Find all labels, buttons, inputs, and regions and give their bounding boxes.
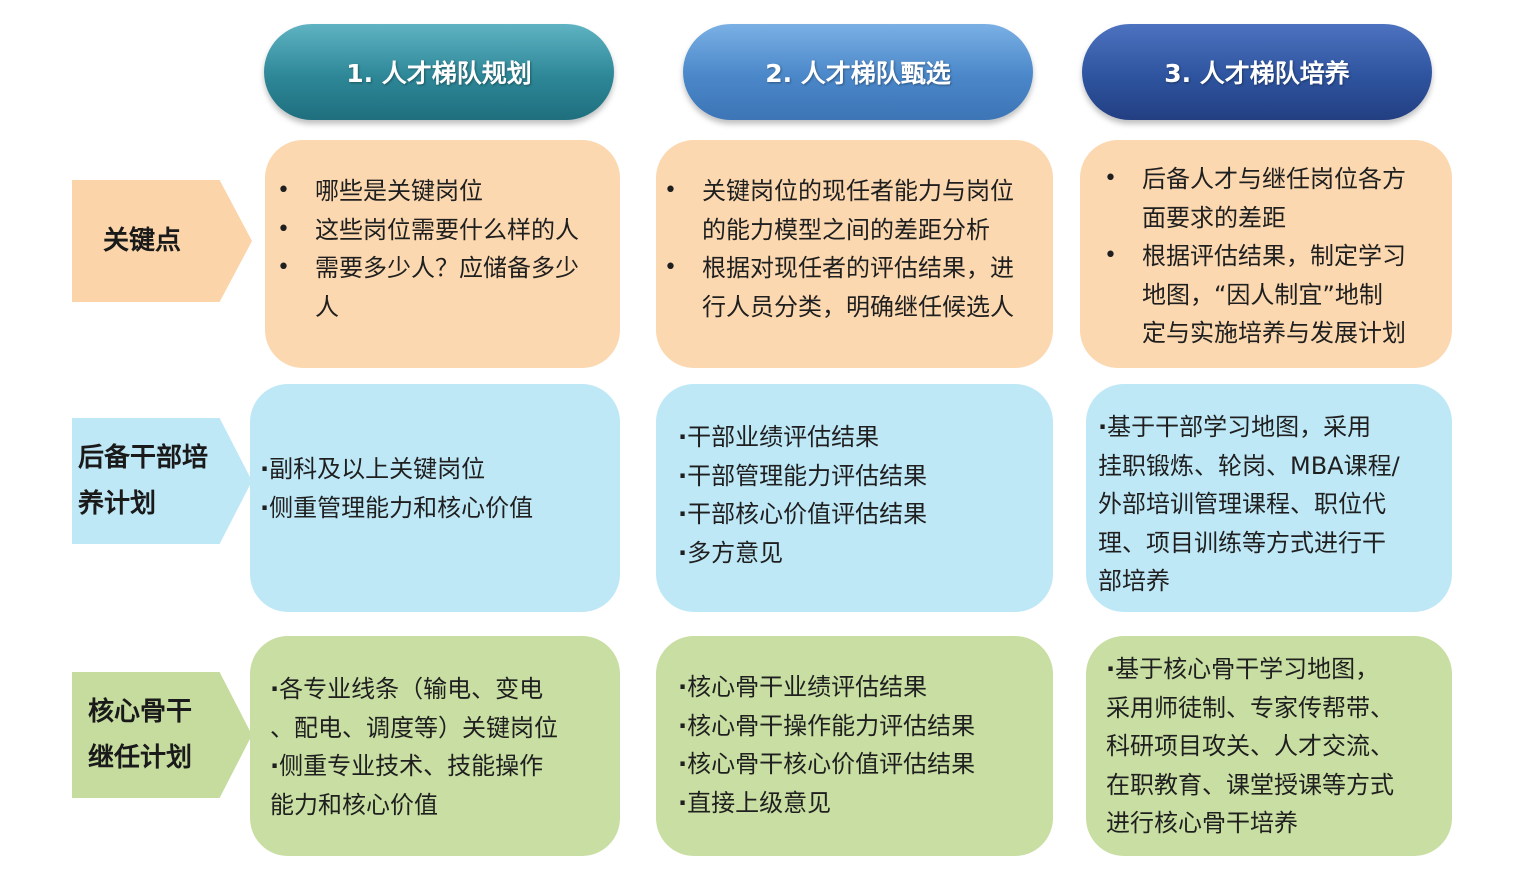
reserve-cadre-selection-line: 干部核心价值评估结果 bbox=[678, 495, 1045, 534]
reserve-cadre-selection-line: 干部业绩评估结果 bbox=[678, 418, 1045, 457]
reserve-cadre-planning-line: 副科及以上关键岗位 bbox=[260, 450, 612, 489]
core-backbone-selection-line: 核心骨干操作能力评估结果 bbox=[678, 707, 1047, 746]
row-label-core-backbone-line-2: 继任计划 bbox=[88, 743, 193, 773]
reserve-cadre-development-line: 挂职锻炼、轮岗、MBA课程/ bbox=[1098, 451, 1400, 480]
stage-3-pill: 3. 人才梯队培养 bbox=[1082, 24, 1432, 120]
reserve-cadre-development-line: 基于干部学习地图，采用 bbox=[1098, 408, 1444, 447]
bullet-item: 根据评估结果，制定学习 地图，“因人制宜”地制 定与实施培养与发展计划 bbox=[1100, 237, 1446, 353]
key-points-selection-box: 关键岗位的现任者能力与岗位 的能力模型之间的差距分析 根据对现任者的评估结果，进… bbox=[656, 140, 1053, 368]
bullet-line: 地图，“因人制宜”地制 bbox=[1142, 280, 1383, 309]
bullet-item: 后备人才与继任岗位各方 面要求的差距 bbox=[1100, 160, 1446, 237]
row-label-reserve-cadre: 后备干部培 养计划 bbox=[72, 418, 252, 544]
bullet-item: 关键岗位的现任者能力与岗位 的能力模型之间的差距分析 bbox=[660, 172, 1047, 249]
stage-1-pill: 1. 人才梯队规划 bbox=[264, 24, 614, 120]
core-backbone-selection-line: 直接上级意见 bbox=[678, 784, 1047, 823]
row-label-core-backbone: 核心骨干 继任计划 bbox=[72, 672, 252, 798]
row-label-key-points-text: 关键点 bbox=[102, 226, 181, 256]
core-backbone-planning-line: 侧重专业技术、技能操作 bbox=[270, 747, 614, 786]
bullet-line: 根据评估结果，制定学习 bbox=[1142, 242, 1406, 270]
core-backbone-selection-line: 核心骨干业绩评估结果 bbox=[678, 668, 1047, 707]
bullet-line: 关键岗位的现任者能力与岗位 bbox=[702, 177, 1014, 205]
reserve-cadre-development-line: 理、项目训练等方式进行干 bbox=[1098, 528, 1386, 557]
core-backbone-planning-box: 各专业线条（输电、变电 、配电、调度等）关键岗位 侧重专业技术、技能操作 能力和… bbox=[250, 636, 620, 856]
bullet-item: 需要多少人？应储备多少 人 bbox=[273, 249, 610, 326]
reserve-cadre-selection-line: 干部管理能力评估结果 bbox=[678, 457, 1045, 496]
bullet-line: 根据对现任者的评估结果，进 bbox=[702, 254, 1014, 282]
core-backbone-development-box: 基于核心骨干学习地图， 采用师徒制、专家传帮带、 科研项目攻关、人才交流、 在职… bbox=[1086, 636, 1452, 856]
reserve-cadre-development-line: 部培养 bbox=[1098, 567, 1170, 595]
bullet-line: 的能力模型之间的差距分析 bbox=[702, 215, 990, 244]
bullet-item: 这些岗位需要什么样的人 bbox=[273, 211, 610, 250]
key-points-development-box: 后备人才与继任岗位各方 面要求的差距 根据评估结果，制定学习 地图，“因人制宜”… bbox=[1080, 140, 1452, 368]
bullet-line: 人 bbox=[315, 292, 339, 321]
row-label-core-backbone-line-1: 核心骨干 bbox=[88, 697, 193, 727]
row-label-key-points: 关键点 bbox=[72, 180, 252, 302]
stage-2-label: 2. 人才梯队甄选 bbox=[765, 59, 951, 88]
core-backbone-planning-line: 各专业线条（输电、变电 bbox=[270, 670, 614, 709]
reserve-cadre-development-line: 外部培训管理课程、职位代 bbox=[1098, 490, 1386, 518]
row-label-reserve-cadre-line-2: 养计划 bbox=[78, 489, 157, 519]
bullet-line: 哪些是关键岗位 bbox=[315, 177, 483, 205]
core-backbone-development-line: 进行核心骨干培养 bbox=[1106, 809, 1298, 837]
core-backbone-selection-line: 核心骨干核心价值评估结果 bbox=[678, 745, 1047, 784]
bullet-item: 根据对现任者的评估结果，进 行人员分类，明确继任候选人 bbox=[660, 249, 1047, 326]
bullet-line: 这些岗位需要什么样的人 bbox=[315, 215, 579, 244]
core-backbone-planning-line: 能力和核心价值 bbox=[270, 790, 438, 819]
stage-3-label: 3. 人才梯队培养 bbox=[1164, 59, 1350, 88]
core-backbone-development-line: 基于核心骨干学习地图， bbox=[1106, 650, 1446, 689]
reserve-cadre-development-box: 基于干部学习地图，采用 挂职锻炼、轮岗、MBA课程/ 外部培训管理课程、职位代 … bbox=[1086, 384, 1452, 612]
reserve-cadre-planning-box: 副科及以上关键岗位 侧重管理能力和核心价值 bbox=[250, 384, 620, 612]
reserve-cadre-selection-line: 多方意见 bbox=[678, 534, 1045, 573]
bullet-line: 面要求的差距 bbox=[1142, 203, 1286, 232]
bullet-line: 后备人才与继任岗位各方 bbox=[1142, 165, 1406, 193]
bullet-line: 行人员分类，明确继任候选人 bbox=[702, 292, 1014, 321]
row-label-reserve-cadre-line-1: 后备干部培 bbox=[78, 443, 209, 473]
core-backbone-development-line: 科研项目攻关、人才交流、 bbox=[1106, 732, 1394, 760]
stage-1-label: 1. 人才梯队规划 bbox=[346, 59, 532, 88]
core-backbone-planning-line: 、配电、调度等）关键岗位 bbox=[270, 713, 558, 742]
stage-2-pill: 2. 人才梯队甄选 bbox=[683, 24, 1033, 120]
reserve-cadre-planning-line: 侧重管理能力和核心价值 bbox=[260, 489, 612, 528]
key-points-planning-box: 哪些是关键岗位 这些岗位需要什么样的人 需要多少人？应储备多少 人 bbox=[265, 140, 620, 368]
bullet-item: 哪些是关键岗位 bbox=[273, 172, 610, 211]
bullet-line: 定与实施培养与发展计划 bbox=[1142, 319, 1406, 347]
core-backbone-development-line: 采用师徒制、专家传帮带、 bbox=[1106, 693, 1394, 722]
core-backbone-selection-box: 核心骨干业绩评估结果 核心骨干操作能力评估结果 核心骨干核心价值评估结果 直接上… bbox=[656, 636, 1053, 856]
core-backbone-development-line: 在职教育、课堂授课等方式 bbox=[1106, 770, 1394, 799]
bullet-line: 需要多少人？应储备多少 bbox=[315, 254, 579, 282]
reserve-cadre-selection-box: 干部业绩评估结果 干部管理能力评估结果 干部核心价值评估结果 多方意见 bbox=[656, 384, 1053, 612]
